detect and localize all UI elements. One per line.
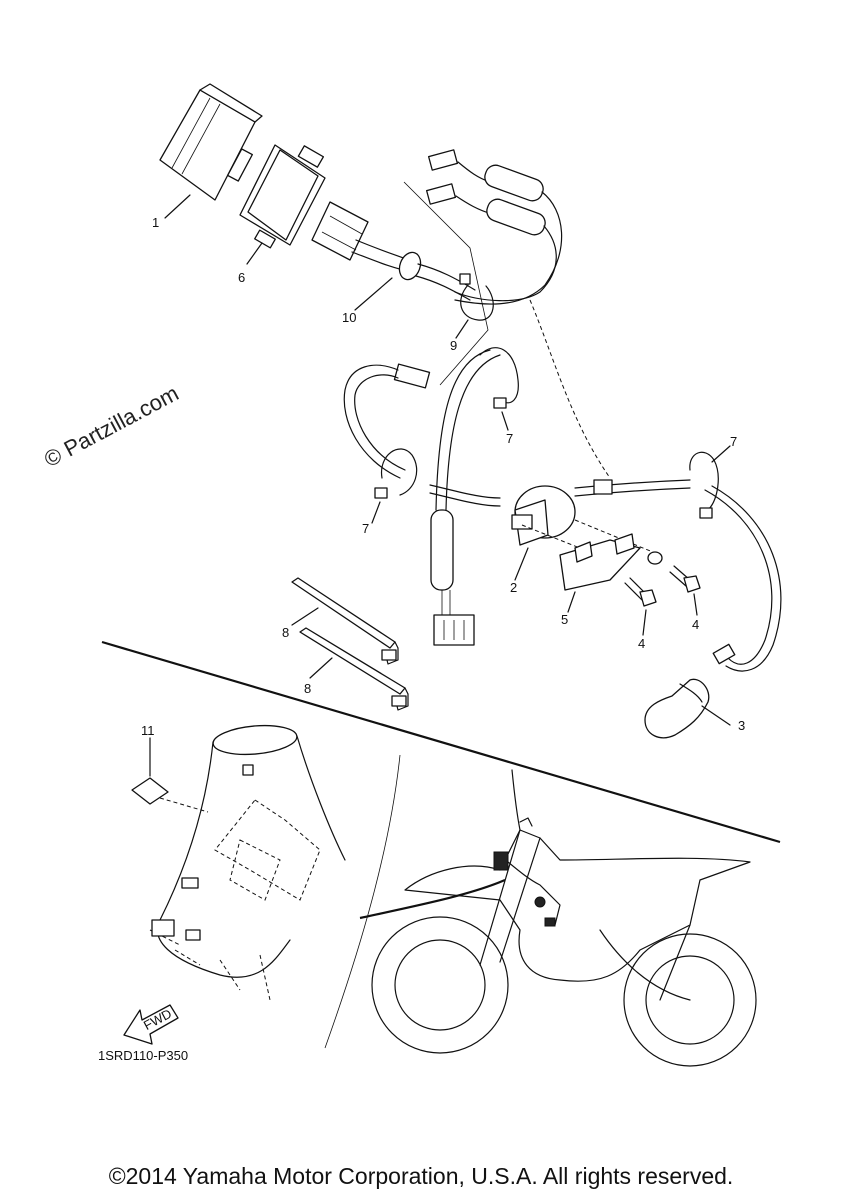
bolt-part-b[interactable] bbox=[647, 551, 701, 593]
frame-tube-inset bbox=[149, 724, 346, 1001]
callout-7-left: 7 bbox=[362, 521, 369, 536]
callout-6: 6 bbox=[238, 270, 245, 285]
drawing-code: 1SRD110-P350 bbox=[98, 1048, 189, 1063]
leader-8b bbox=[309, 657, 333, 679]
fwd-arrow-icon bbox=[123, 1004, 179, 1045]
callout-8b: 8 bbox=[304, 681, 311, 696]
upper-connectors[interactable] bbox=[425, 149, 563, 305]
bracket-part[interactable] bbox=[239, 144, 326, 249]
leader-7-right bbox=[711, 445, 731, 463]
leader-2 bbox=[514, 547, 529, 581]
callout-8a: 8 bbox=[282, 625, 289, 640]
cdi-unit-part[interactable] bbox=[159, 83, 263, 201]
callout-9: 9 bbox=[450, 338, 457, 353]
callout-4b: 4 bbox=[692, 617, 699, 632]
wire-harness-part[interactable] bbox=[311, 201, 476, 301]
leader-4a bbox=[642, 609, 647, 636]
callout-7-right: 7 bbox=[730, 434, 737, 449]
clamp-7-upper[interactable] bbox=[479, 347, 519, 409]
callout-11: 11 bbox=[141, 723, 155, 738]
harness-frame bbox=[403, 181, 489, 386]
clip-11-part[interactable] bbox=[131, 777, 209, 813]
callout-5: 5 bbox=[561, 612, 568, 627]
callout-7-upper: 7 bbox=[506, 431, 513, 446]
clip-part-lower[interactable] bbox=[299, 627, 409, 711]
callout-3: 3 bbox=[738, 718, 745, 733]
clip-part-upper[interactable] bbox=[291, 577, 399, 665]
bolt-part-a[interactable] bbox=[624, 577, 657, 607]
section-divider bbox=[101, 640, 781, 844]
callout-4a: 4 bbox=[638, 636, 645, 651]
motorcycle-silhouette bbox=[359, 769, 757, 1067]
leader-8a bbox=[291, 607, 319, 626]
inset-frame-left bbox=[324, 754, 401, 1049]
ignition-coil-part[interactable] bbox=[429, 479, 691, 546]
callout-2: 2 bbox=[510, 580, 517, 595]
leader-1 bbox=[164, 194, 191, 219]
leader-7-left bbox=[371, 501, 381, 524]
copyright-notice: ©2014 Yamaha Motor Corporation, U.S.A. A… bbox=[108, 1163, 734, 1189]
callout-10: 10 bbox=[342, 310, 356, 325]
stator-cable[interactable] bbox=[430, 349, 501, 646]
leader-3 bbox=[701, 705, 731, 726]
leader-10 bbox=[354, 277, 393, 311]
leader-5 bbox=[567, 591, 576, 613]
clamp-7-left[interactable] bbox=[374, 448, 418, 499]
clamp-part[interactable] bbox=[459, 273, 494, 321]
left-lead[interactable] bbox=[343, 363, 431, 479]
leader-6 bbox=[246, 242, 263, 265]
coil-bracket-part[interactable] bbox=[559, 533, 641, 591]
spark-plug-cap-part[interactable] bbox=[644, 485, 782, 739]
leader-7-upper bbox=[501, 411, 509, 431]
leader-4b bbox=[693, 593, 698, 616]
leader-9 bbox=[455, 319, 469, 339]
callout-1: 1 bbox=[152, 215, 159, 230]
clamp-7-right[interactable] bbox=[689, 451, 719, 519]
